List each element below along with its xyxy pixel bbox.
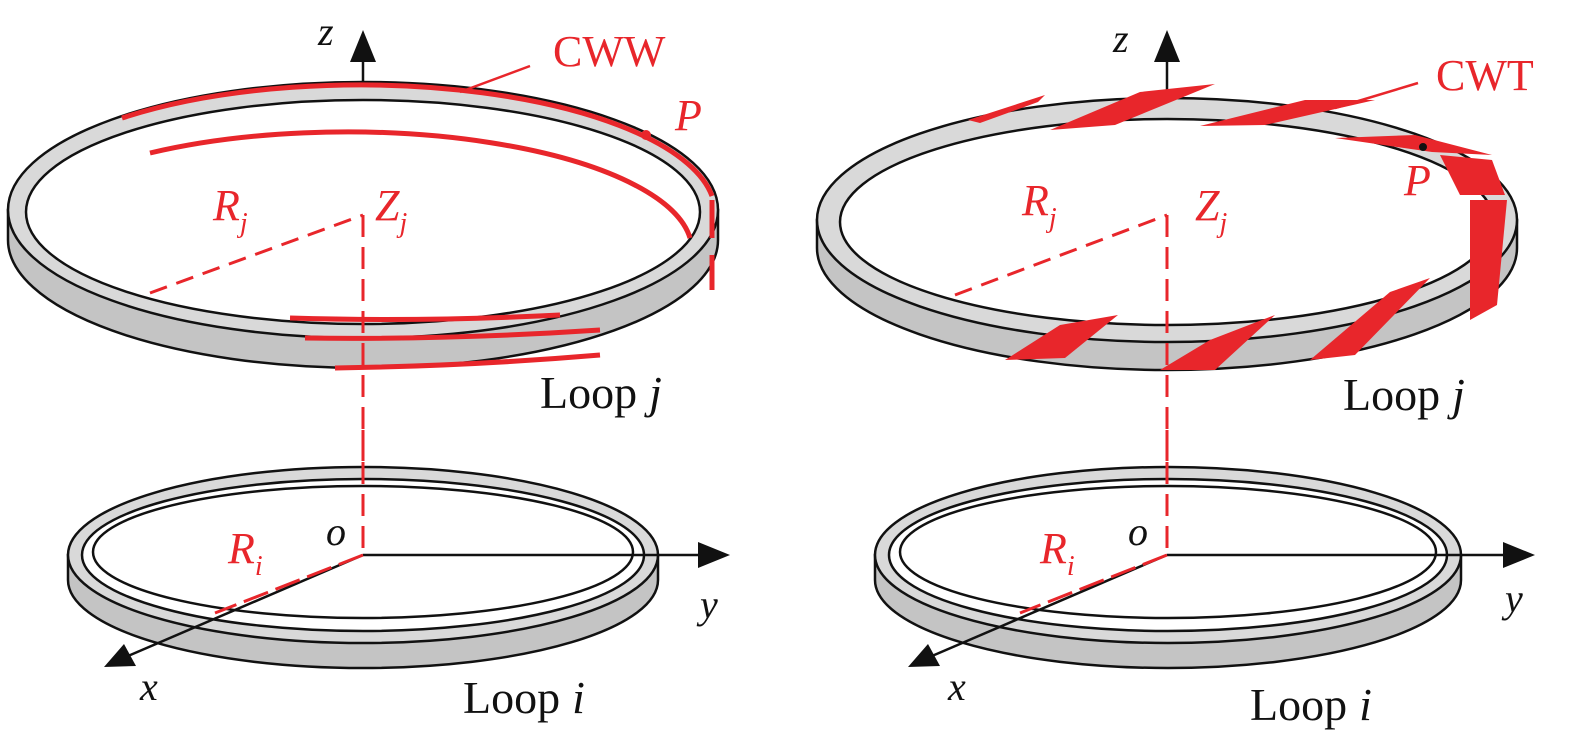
radius-j-dashed — [954, 213, 1168, 297]
loop-j-word: Loop — [540, 367, 637, 418]
height-j-base: Z — [375, 181, 400, 230]
radius-i-dashed — [1019, 553, 1168, 615]
loop-j-index: j — [1447, 369, 1465, 420]
radius-i-dashed — [214, 553, 364, 615]
y-axis-arrowhead — [698, 542, 730, 568]
height-j-label: Zj — [375, 181, 407, 239]
radius-i-base: R — [227, 524, 255, 573]
z-axis-label: z — [1112, 16, 1129, 61]
radius-j-base: R — [212, 181, 240, 230]
loop-i-word: Loop — [1250, 679, 1347, 730]
cwt-label: CWT — [1436, 51, 1534, 100]
cwt-leader-line — [1334, 81, 1419, 110]
cww-winding — [121, 82, 715, 371]
y-axis-arrowhead — [1503, 542, 1535, 568]
radius-i-subscript: i — [255, 551, 263, 582]
radius-j-subscript: j — [237, 208, 248, 239]
loop-i-word: Loop — [463, 672, 560, 723]
x-axis-arrowhead — [908, 644, 940, 667]
radius-j-subscript: j — [1046, 203, 1057, 234]
point-p-label: P — [674, 91, 702, 140]
radius-i-label: Ri — [227, 524, 263, 582]
radius-j-label: Rj — [212, 181, 248, 239]
loop-i-index: i — [572, 672, 585, 723]
radius-i-subscript: i — [1067, 551, 1075, 582]
radius-j-base: R — [1021, 176, 1049, 225]
point-p-marker — [1419, 143, 1427, 151]
z-axis-label: z — [317, 9, 334, 54]
height-j-label: Zj — [1195, 181, 1227, 239]
x-axis-label: x — [947, 664, 966, 709]
height-j-base: Z — [1195, 181, 1220, 230]
radius-j-label: Rj — [1021, 176, 1057, 234]
cwt-winding — [968, 84, 1507, 370]
loop-j-index: j — [644, 367, 662, 418]
height-j-subscript: j — [396, 208, 407, 239]
point-p-label: P — [1403, 156, 1431, 205]
x-axis-label: x — [139, 664, 158, 709]
cww-label: CWW — [553, 27, 666, 76]
radius-j-dashed — [149, 213, 364, 295]
loop-i-index: i — [1359, 679, 1372, 730]
z-axis-arrowhead — [350, 30, 376, 62]
origin-label: o — [1128, 509, 1148, 554]
height-j-subscript: j — [1216, 208, 1227, 239]
point-p-marker — [641, 130, 651, 140]
cww-leader-line — [459, 64, 531, 94]
x-axis-arrowhead — [104, 644, 136, 667]
loop-j-word: Loop — [1343, 369, 1440, 420]
radius-i-label: Ri — [1039, 524, 1075, 582]
y-axis-label: y — [1501, 576, 1523, 621]
y-axis-label: y — [696, 582, 718, 627]
origin-label: o — [326, 509, 346, 554]
z-axis-arrowhead — [1154, 30, 1180, 62]
radius-i-base: R — [1039, 524, 1067, 573]
